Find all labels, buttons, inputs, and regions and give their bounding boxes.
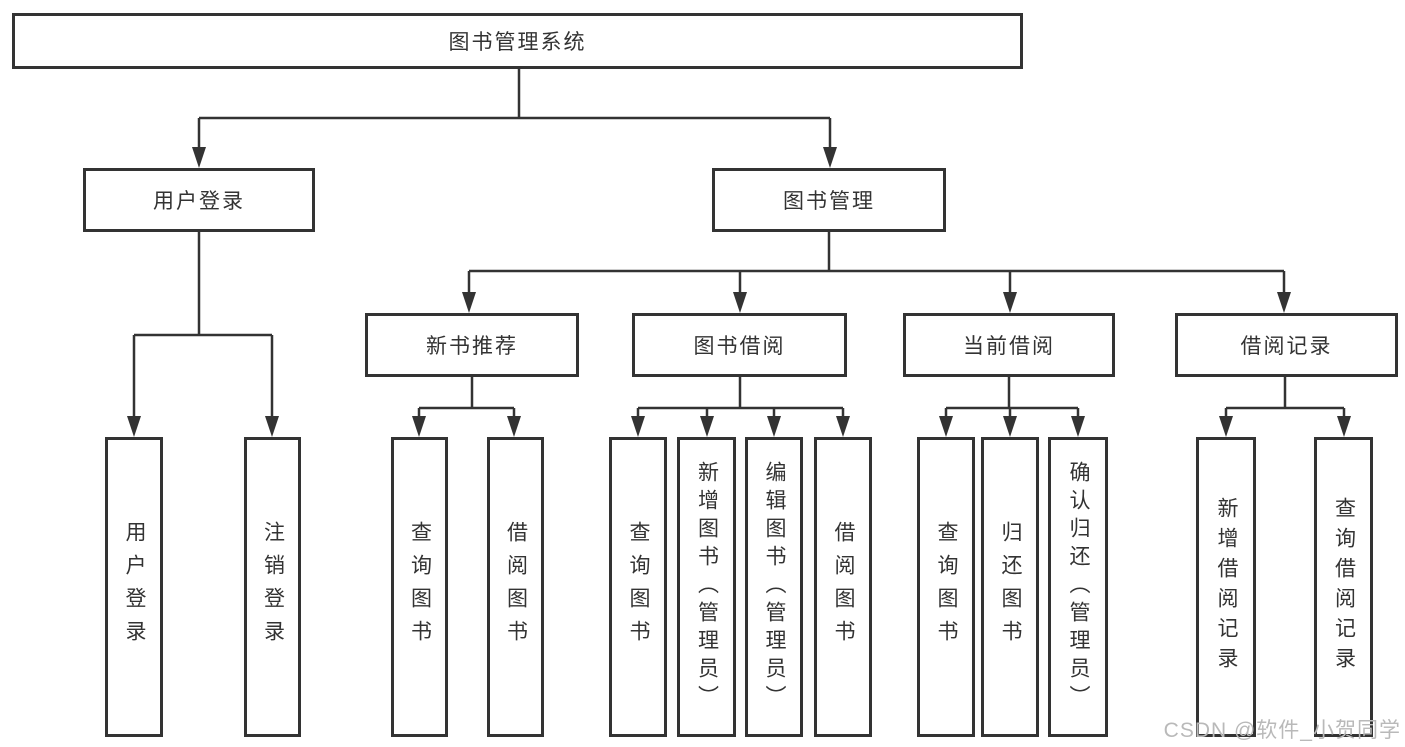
node-label: 借阅记录 <box>1240 335 1333 358</box>
node-user-login: 用户登录 <box>83 168 315 232</box>
node-book-borrowing: 图书借阅 <box>632 313 847 377</box>
node-book-management: 图书管理 <box>712 168 946 232</box>
node-label: 查询图书 <box>408 521 432 653</box>
leaf-add-borrow-record: 新增借阅记录 <box>1196 437 1256 737</box>
node-current-borrowing: 当前借阅 <box>903 313 1115 377</box>
node-library-system: 图书管理系统 <box>12 13 1023 69</box>
csdn-watermark: CSDN @软件_小贺同学 <box>1163 719 1401 742</box>
node-label: 图书管理 <box>783 190 875 213</box>
node-label: 查询借阅记录 <box>1332 497 1356 677</box>
node-label: 查询图书 <box>627 521 650 653</box>
node-label: 借阅图书 <box>504 521 528 653</box>
node-label: 归还图书 <box>999 521 1022 653</box>
node-label: 注销登录 <box>261 521 285 653</box>
node-label: 新书推荐 <box>426 335 518 358</box>
arrowheads <box>127 147 1351 437</box>
leaf-return-books: 归还图书 <box>981 437 1039 737</box>
node-label: 确认归还（管理员） <box>1067 461 1090 713</box>
node-label: 用户登录 <box>123 521 146 653</box>
leaf-query-books-current: 查询图书 <box>917 437 975 737</box>
node-label: 借阅图书 <box>832 521 855 653</box>
node-label: 当前借阅 <box>963 335 1055 358</box>
node-new-book-recommendation: 新书推荐 <box>365 313 579 377</box>
node-label: 查询图书 <box>935 521 958 653</box>
node-label: 新增借阅记录 <box>1215 497 1238 677</box>
leaf-query-books-borrowing: 查询图书 <box>609 437 667 737</box>
leaf-logout: 注销登录 <box>244 437 301 737</box>
node-label: 新增图书（管理员） <box>695 461 719 713</box>
node-label: 图书借阅 <box>693 335 786 358</box>
node-label: 用户登录 <box>153 190 245 213</box>
node-label: 编辑图书（管理员） <box>763 461 786 713</box>
leaf-confirm-return-admin: 确认归还（管理员） <box>1048 437 1108 737</box>
leaf-borrow-books: 借阅图书 <box>814 437 872 737</box>
leaf-query-borrow-record: 查询借阅记录 <box>1314 437 1373 737</box>
leaf-query-books-recommend: 查询图书 <box>391 437 448 737</box>
leaf-add-books-admin: 新增图书（管理员） <box>677 437 736 737</box>
node-label: 图书管理系统 <box>448 31 587 54</box>
leaf-user-login: 用户登录 <box>105 437 163 737</box>
leaf-borrow-books-recommend: 借阅图书 <box>487 437 544 737</box>
leaf-edit-books-admin: 编辑图书（管理员） <box>745 437 803 737</box>
node-borrowing-records: 借阅记录 <box>1175 313 1398 377</box>
